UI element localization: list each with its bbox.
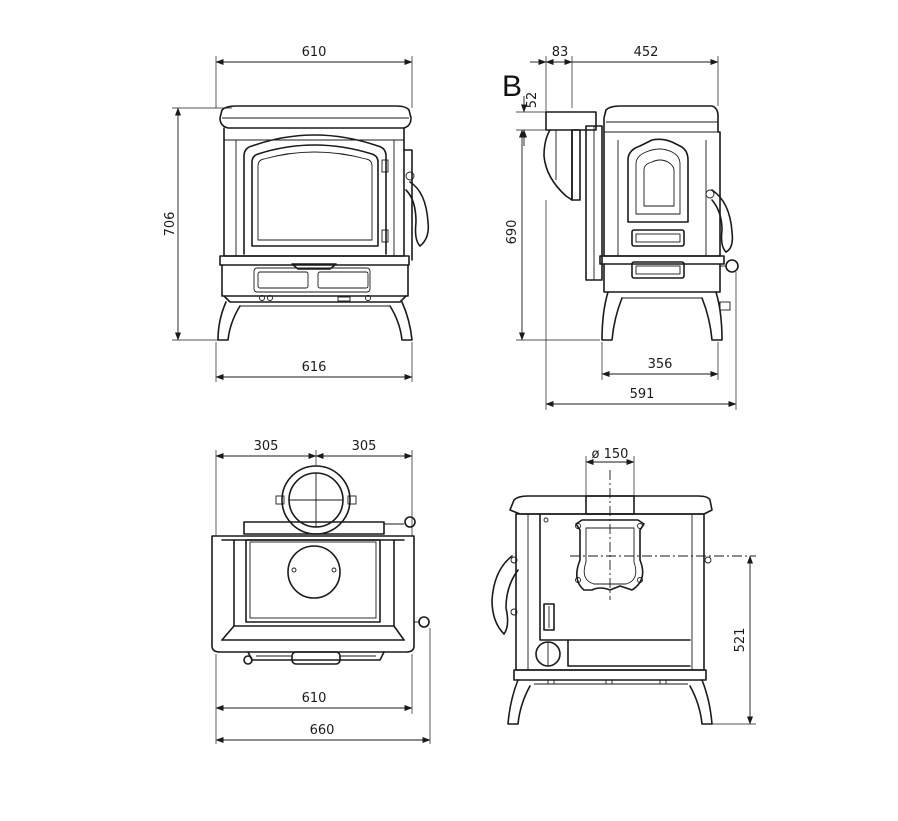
top-view [211,465,430,665]
rear-view-dimensions: ø 150 521 [585,447,756,725]
top-total-width-label: 660 [310,723,335,738]
marker-b-label: B [502,70,522,103]
side-flue-offset-label: 83 [552,45,569,60]
front-height-label: 706 [163,212,178,237]
side-view [543,105,739,341]
front-view-dimensions: 610 616 706 [163,45,413,382]
side-leg-depth-label: 356 [648,357,673,372]
side-total-depth-label: 591 [630,387,655,402]
top-view-dimensions: 305 305 610 660 [215,439,431,744]
side-view-dimensions: 83 452 B 52 690 356 591 [502,45,737,410]
rear-flue-height-label: 521 [733,628,748,653]
top-left-half-label: 305 [254,439,279,454]
front-base-width-label: 616 [302,360,327,375]
rear-flue-diameter-label: ø 150 [592,447,629,462]
front-view [217,105,430,341]
side-marker-offset-label: 52 [525,92,540,109]
rear-view [491,470,756,725]
front-top-width-label: 610 [302,45,327,60]
top-right-half-label: 305 [352,439,377,454]
top-body-width-label: 610 [302,691,327,706]
side-height-label: 690 [505,220,520,245]
side-top-depth-label: 452 [634,45,659,60]
